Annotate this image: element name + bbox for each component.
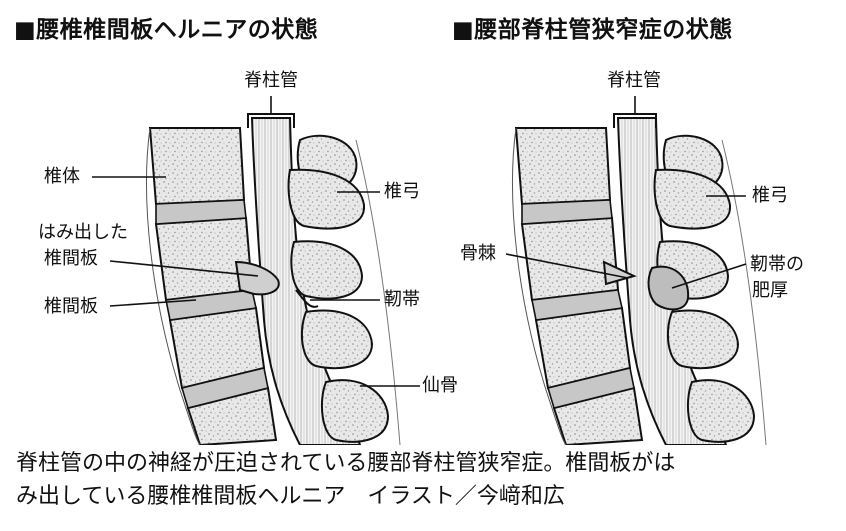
label-ligament: 靭帯 (384, 289, 420, 310)
label-ligament-thickening-line2: 肥厚 (752, 280, 788, 301)
label-lamina-left: 椎弓 (384, 181, 420, 202)
label-spinal-canal-right: 脊柱管 (607, 70, 661, 91)
left-spine-drawing (92, 96, 420, 445)
label-disc: 椎間板 (44, 296, 98, 317)
label-herniated-line2: 椎間板 (44, 248, 98, 269)
right-spine-drawing (505, 96, 767, 445)
caption-line-1: 脊柱管の中の神経が圧迫されている腰部脊柱管狭窄症。椎間板がは (16, 451, 676, 476)
label-lamina-right: 椎弓 (752, 185, 788, 206)
caption-line-2: み出している腰椎椎間板ヘルニア イラスト／今﨑和広 (16, 484, 565, 509)
label-sacrum: 仙骨 (422, 375, 458, 396)
label-vertebral-body: 椎体 (44, 166, 80, 187)
panel-title-herniated-disc: ■腰椎椎間板ヘルニアの状態 (14, 17, 319, 43)
label-herniated-line1: はみ出した (38, 222, 128, 243)
label-bone-spur: 骨棘 (460, 243, 496, 264)
panel-title-spinal-stenosis: ■腰部脊柱管狭窄症の状態 (452, 17, 733, 43)
label-spinal-canal-left: 脊柱管 (244, 70, 298, 91)
spine-illustration (92, 96, 767, 445)
label-ligament-thickening-line1: 靭帯の (750, 254, 804, 275)
